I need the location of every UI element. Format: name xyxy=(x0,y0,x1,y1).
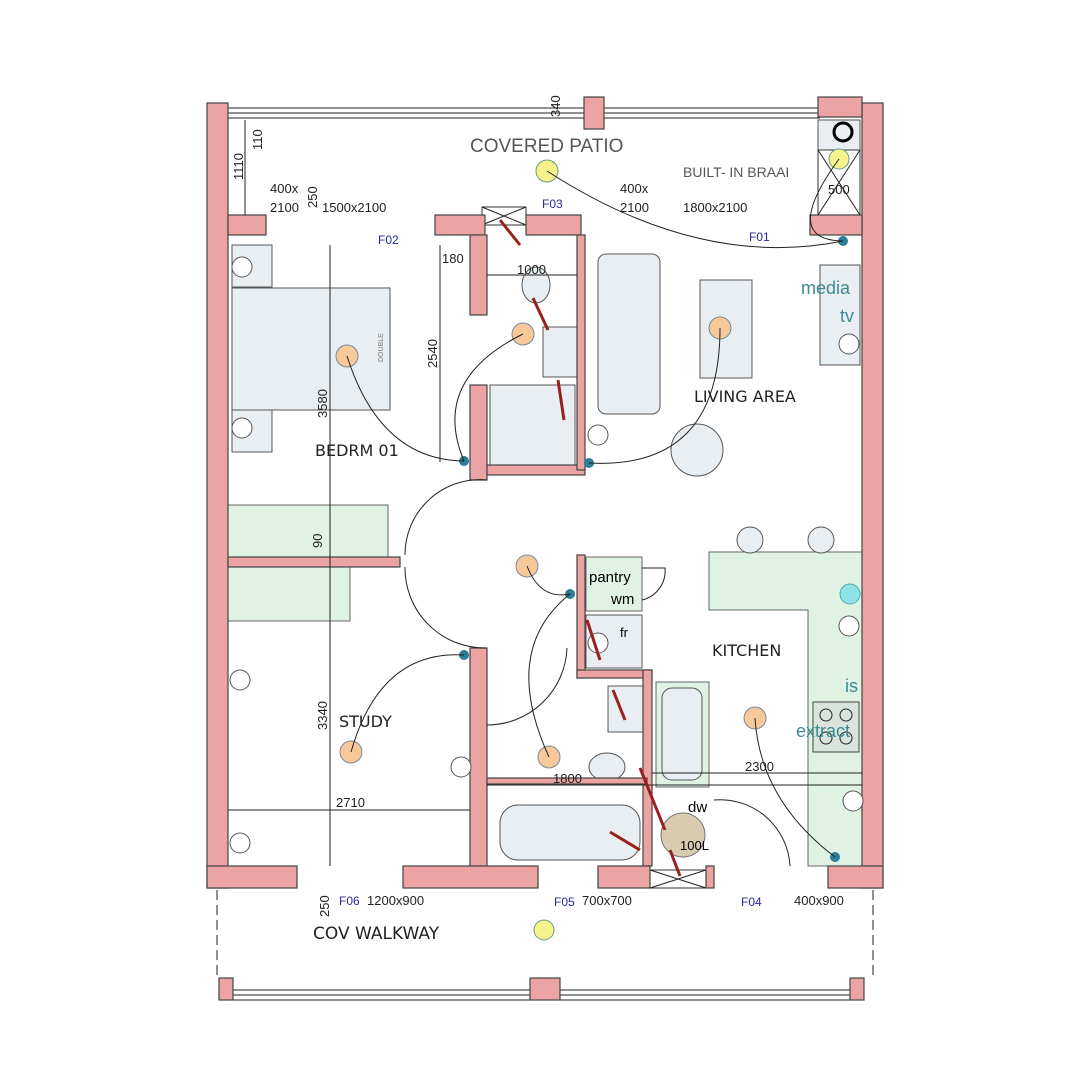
left-opening-width: 400x xyxy=(270,181,299,196)
media-label: media xyxy=(801,278,851,298)
plumbing-lines xyxy=(498,219,682,877)
extract-label: extract xyxy=(796,721,850,741)
dim-1000: 1000 xyxy=(517,262,546,277)
light-points xyxy=(335,148,861,941)
walls xyxy=(206,96,884,889)
opening-tag-f02: F02 xyxy=(378,233,399,247)
dim-250-top: 250 xyxy=(305,186,320,208)
dim-2300: 2300 xyxy=(745,759,774,774)
opening-tag-f04: F04 xyxy=(741,895,762,909)
dim-1800: 1800 xyxy=(553,771,582,786)
braai-label: BUILT- IN BRAAI xyxy=(683,164,789,180)
room-label-kitchen: KITCHEN xyxy=(712,641,781,660)
dim-250-bottom: 250 xyxy=(317,895,332,917)
geyser-label: 100L xyxy=(680,838,709,853)
wm-label: wm xyxy=(610,591,634,608)
bed-label: DOUBLE xyxy=(378,333,385,362)
dim-110: 110 xyxy=(250,129,265,150)
dim-500: 500 xyxy=(828,182,850,197)
dimension-lines xyxy=(228,120,862,866)
left-opening-height: 2100 xyxy=(270,200,299,215)
f06-size: 1200x900 xyxy=(367,893,424,908)
room-label-walkway: COV WALKWAY xyxy=(313,924,440,944)
f04-size: 400x900 xyxy=(794,893,844,908)
dim-3340: 3340 xyxy=(315,701,330,730)
opening-tag-f05: F05 xyxy=(554,895,575,909)
furniture xyxy=(231,119,861,889)
opening-tag-f01: F01 xyxy=(749,230,770,244)
opening-tag-f03: F03 xyxy=(542,197,563,211)
dim-3580: 3580 xyxy=(315,389,330,418)
room-label-study: STUDY xyxy=(339,712,392,731)
opening-tag-f06: F06 xyxy=(339,894,360,908)
fridge-label: fr xyxy=(620,625,629,640)
dim-180: 180 xyxy=(442,251,464,266)
island-label: is xyxy=(845,676,858,696)
pantry-label: pantry xyxy=(589,569,631,586)
f02-size: 1500x2100 xyxy=(322,200,386,215)
walkway-light xyxy=(533,919,555,941)
dim-1110: 1110 xyxy=(231,153,246,180)
socket-outlets xyxy=(229,256,864,854)
dim-340: 340 xyxy=(548,95,563,117)
room-label-covered-patio: COVERED PATIO xyxy=(470,136,623,157)
tv-label: tv xyxy=(840,306,854,326)
mid-opening-height: 2100 xyxy=(620,200,649,215)
room-label-bedroom: BEDRM 01 xyxy=(315,441,399,460)
room-label-living: LIVING AREA xyxy=(694,387,796,406)
dim-2710: 2710 xyxy=(336,795,365,810)
door-swings xyxy=(404,479,791,867)
dishwasher-label: dw xyxy=(688,799,707,816)
f01-size: 1800x2100 xyxy=(683,200,747,215)
f05-size: 700x700 xyxy=(582,893,632,908)
dim-90: 90 xyxy=(310,534,325,548)
dim-2540: 2540 xyxy=(425,339,440,368)
patio-beam xyxy=(216,96,874,1001)
mid-opening-width: 400x xyxy=(620,181,649,196)
